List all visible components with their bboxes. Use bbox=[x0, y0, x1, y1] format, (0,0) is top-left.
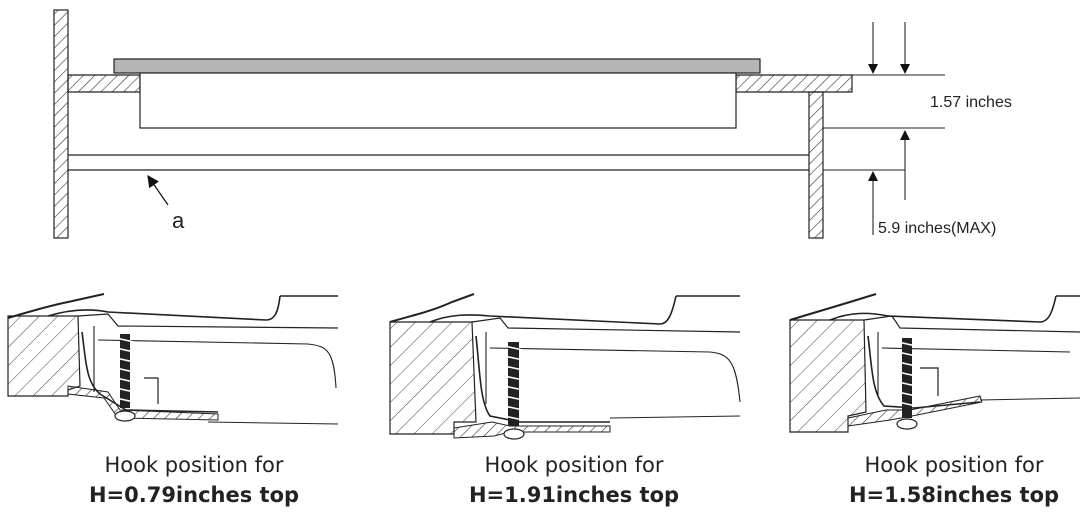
callout-label: a bbox=[172, 208, 185, 233]
left-wall bbox=[53, 9, 69, 239]
glass-top bbox=[113, 58, 761, 74]
dimension-upper-label: 1.57 inches bbox=[930, 94, 1012, 111]
dimension-lower-label: 5.9 inches(MAX) bbox=[878, 220, 996, 237]
hook-caption-2-line1: Hook position for bbox=[484, 453, 664, 477]
hook-caption-3: Hook position for H=1.58inches top bbox=[804, 450, 1081, 510]
right-wall bbox=[808, 91, 824, 239]
hook-caption-3-line1: Hook position for bbox=[864, 453, 1044, 477]
hook-caption-2: Hook position for H=1.91inches top bbox=[424, 450, 724, 510]
appliance-body bbox=[139, 72, 737, 129]
hook-caption-2-line2: H=1.91inches top bbox=[468, 483, 680, 507]
hook-detail-1 bbox=[7, 293, 339, 425]
hook-detail-3 bbox=[789, 293, 1081, 433]
hook-caption-3-line2: H=1.58inches top bbox=[848, 483, 1060, 507]
right-ledge bbox=[735, 74, 853, 93]
hook-caption-1: Hook position for H=0.79inches top bbox=[44, 450, 344, 510]
hook-detail-2 bbox=[389, 293, 741, 440]
hook-caption-1-line2: H=0.79inches top bbox=[88, 483, 300, 507]
callout-arrow bbox=[147, 175, 169, 206]
left-ledge bbox=[67, 74, 141, 93]
cross-section: 1.57 inches 5.9 inches(MAX) a bbox=[53, 9, 1012, 239]
hook-caption-1-line1: Hook position for bbox=[104, 453, 284, 477]
